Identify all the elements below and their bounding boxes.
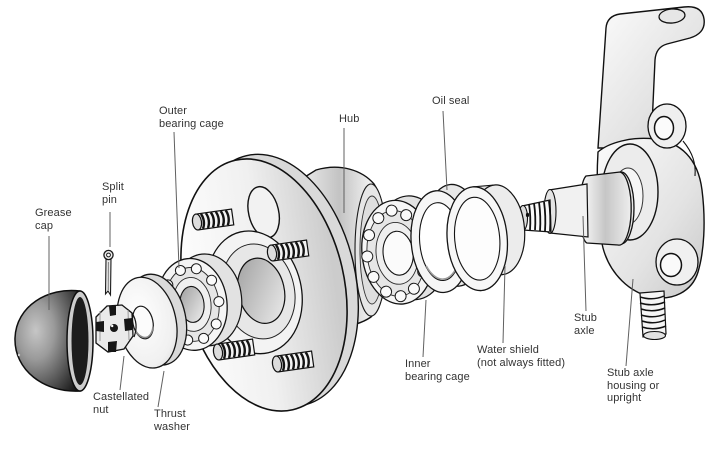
top-arm-hole <box>658 8 686 24</box>
leader-castellated-nut <box>119 355 125 391</box>
part-thrust-washer <box>116 273 188 369</box>
label-castellated-nut: Castellated nut <box>93 391 150 416</box>
part-castellated-nut <box>95 304 137 353</box>
leader-outer-bearing-cage <box>173 131 180 269</box>
hub-wheel-studs <box>191 208 315 373</box>
leader-stub-axle-housing <box>625 278 634 367</box>
leader-oil-seal <box>442 110 448 191</box>
part-grease-cap <box>14 289 94 392</box>
leader-water-shield <box>502 265 506 344</box>
label-grease-cap: Grease cap <box>35 207 72 232</box>
part-stub-axle <box>517 171 635 246</box>
leader-lines <box>48 110 634 408</box>
bottom-threaded-stud <box>639 290 667 341</box>
castellation-slots <box>96 305 132 352</box>
leader-thrust-washer <box>157 370 165 408</box>
part-split-pin <box>103 249 114 297</box>
leader-stub-axle <box>582 215 587 312</box>
label-stub-axle-housing: Stub axle housing or upright <box>607 367 660 404</box>
leader-inner-bearing-cage <box>422 299 427 358</box>
label-oil-seal: Oil seal <box>432 95 470 107</box>
label-thrust-washer: Thrust washer <box>154 408 191 433</box>
label-inner-bearing-cage: Inner bearing cage <box>405 358 470 383</box>
label-stub-axle: Stub axle <box>574 312 598 337</box>
label-outer-bearing-cage: Outer bearing cage <box>159 105 224 130</box>
label-hub: Hub <box>339 113 360 125</box>
lower-eye-hole <box>659 252 683 278</box>
middle-eye-hole <box>653 115 675 141</box>
label-split-pin: Split pin <box>102 181 124 206</box>
label-water-shield: Water shield (not always fitted) <box>477 344 566 369</box>
part-water-shield <box>446 184 526 292</box>
